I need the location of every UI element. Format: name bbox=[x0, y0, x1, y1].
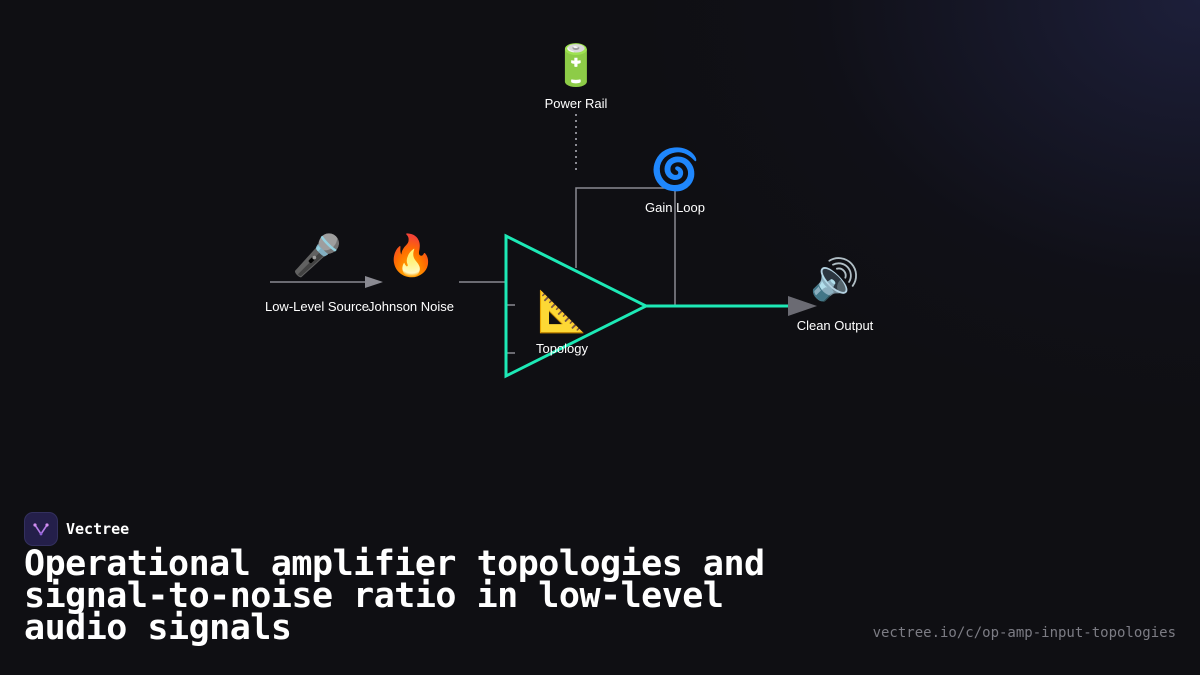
feedback-loop-wire bbox=[575, 187, 676, 306]
fire-icon: 🔥 bbox=[386, 233, 436, 279]
output-arrowhead bbox=[788, 296, 817, 316]
op-amp-triangle bbox=[504, 233, 650, 379]
node-label-power-rail: Power Rail bbox=[544, 96, 608, 111]
source-url[interactable]: vectree.io/c/op-amp-input-topologies bbox=[872, 625, 1176, 641]
vectree-logo-icon bbox=[24, 512, 58, 546]
speaker-icon: 🔊 bbox=[810, 257, 860, 303]
spiral-icon: 🌀 bbox=[650, 147, 700, 193]
node-label-johnson-noise: Johnson Noise bbox=[368, 299, 454, 314]
microphone-icon: 🎤 bbox=[292, 233, 342, 279]
page-title: Operational amplifier topologies and sig… bbox=[24, 544, 765, 648]
brand[interactable]: Vectree bbox=[24, 512, 129, 546]
node-label-low-level-source: Low-Level Source bbox=[264, 299, 370, 314]
node-label-topology: Topology bbox=[535, 341, 589, 356]
brand-name: Vectree bbox=[66, 520, 130, 538]
battery-icon: 🔋 bbox=[551, 43, 601, 89]
node-label-gain-loop: Gain Loop bbox=[645, 200, 705, 215]
input-arrowhead bbox=[365, 276, 383, 288]
triangular-ruler-icon: 📐 bbox=[537, 289, 587, 335]
node-label-clean-output: Clean Output bbox=[796, 318, 874, 333]
